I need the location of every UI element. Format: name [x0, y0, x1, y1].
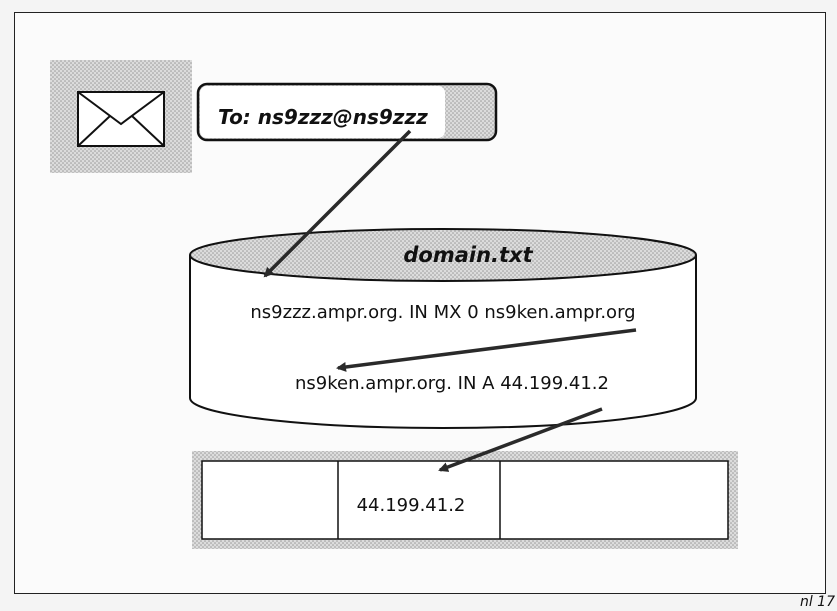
- database-title: domain.txt: [403, 243, 533, 267]
- arrow-mx-to-a: [336, 328, 637, 372]
- mx-record: ns9zzz.ampr.org. IN MX 0 ns9ken.ampr.org: [250, 302, 635, 323]
- table-cell-2: 44.199.41.2: [357, 495, 466, 516]
- domain-database: domain.txt ns9zzz.ampr.org. IN MX 0 ns9k…: [189, 228, 697, 429]
- envelope-group: [50, 60, 192, 173]
- arrow-recipient-to-mx: [263, 129, 412, 278]
- recipient-box: To: ns9zzz@ns9zzz: [196, 82, 498, 142]
- a-record: ns9ken.ampr.org. IN A 44.199.41.2: [295, 373, 609, 394]
- address-table: 44.199.41.2: [192, 451, 738, 549]
- arrow-a-to-address: [438, 407, 603, 472]
- envelope-icon: [77, 91, 165, 147]
- page-label: nl 17: [800, 594, 835, 610]
- recipient-address: To: ns9zzz@ns9zzz: [218, 105, 428, 129]
